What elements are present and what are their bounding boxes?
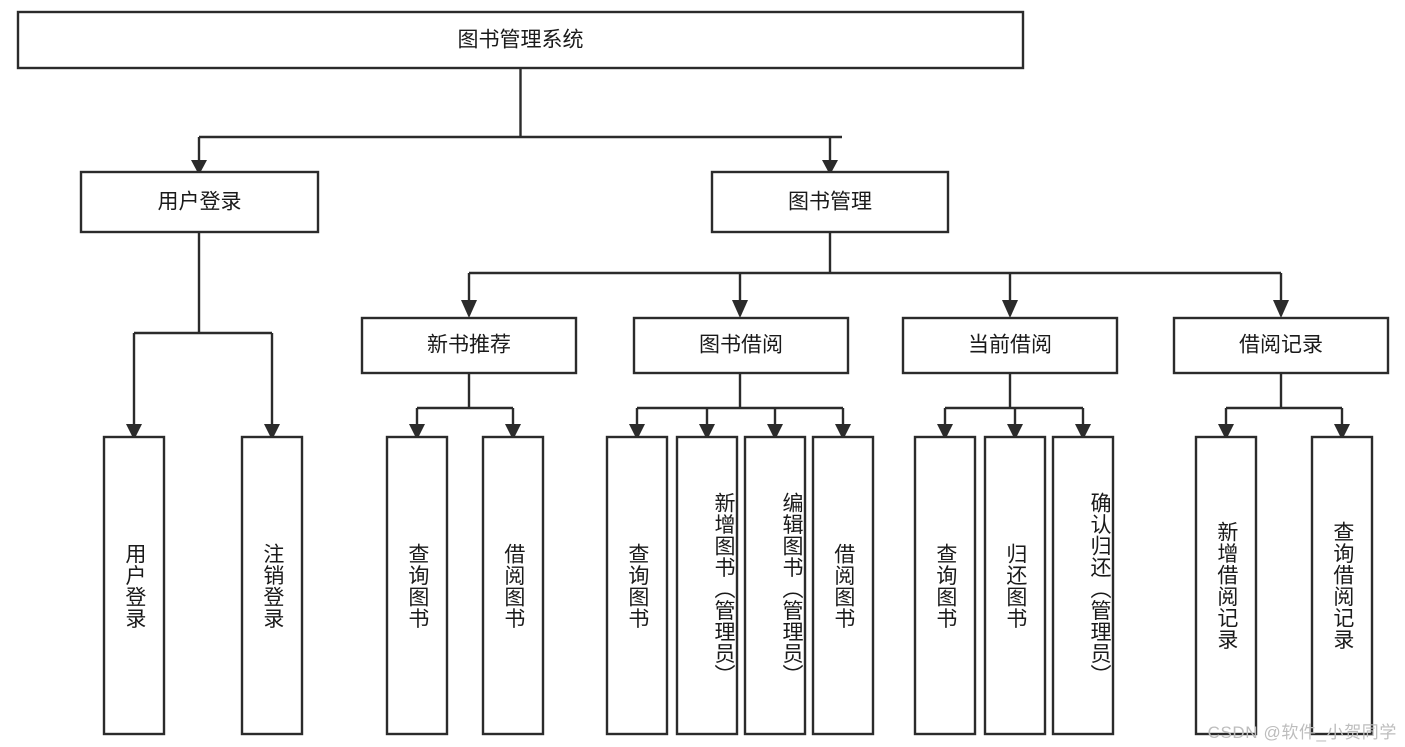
node-book-manage[interactable] [710,170,950,234]
arrowhead-leaf-confirm-return [1075,424,1091,440]
arrowhead-borrow-record [1273,300,1289,318]
arrowhead-book-manage [822,160,838,175]
node-leaf-return-book[interactable] [983,435,1047,736]
node-leaf-logout[interactable] [240,435,304,736]
node-leaf-user-login[interactable] [102,435,166,736]
node-new-book-recommend[interactable] [360,316,578,375]
arrowhead-current-borrow [1002,300,1018,318]
node-leaf-query-book-1[interactable] [385,435,449,736]
arrowhead-leaf-add-record [1218,424,1234,440]
csdn-watermark: CSDN @软件_小贺同学 [1207,723,1397,742]
arrowhead-leaf-edit-book [767,424,783,440]
arrowhead-leaf-query-book-1 [409,424,425,440]
arrowhead-leaf-query-record [1334,424,1350,440]
arrowhead-leaf-return-book [1007,424,1023,440]
node-leaf-add-record[interactable] [1194,435,1258,736]
label-book-manage: 图书管理 [788,191,872,214]
arrowhead-new-book-recommend [461,300,477,318]
node-leaf-confirm-return[interactable] [1051,435,1115,736]
node-user-login[interactable] [79,170,320,234]
node-current-borrow[interactable] [901,316,1119,375]
node-leaf-edit-book[interactable] [743,435,807,736]
label-new-book-recommend: 新书推荐 [427,334,511,357]
label-book-borrow: 图书借阅 [699,334,783,357]
label-root: 图书管理系统 [458,29,584,52]
node-book-borrow[interactable] [632,316,850,375]
arrowhead-leaf-borrow-book-2 [835,424,851,440]
connector-layer [126,68,1350,440]
arrowhead-book-borrow [732,300,748,318]
arrowhead-leaf-borrow-book-1 [505,424,521,440]
node-leaf-query-book-3[interactable] [913,435,977,736]
node-leaf-query-book-2[interactable] [605,435,669,736]
label-user-login: 用户登录 [158,191,242,214]
arrowhead-leaf-query-book-3 [937,424,953,440]
arrowhead-user-login [191,160,207,175]
arrowhead-leaf-query-book-2 [629,424,645,440]
node-root[interactable] [16,10,1025,70]
node-leaf-query-record[interactable] [1310,435,1374,736]
label-borrow-record: 借阅记录 [1239,334,1323,357]
horizontal-label-layer: 图书管理系统 用户登录 图书管理 新书推荐 图书借阅 当前借阅 借阅记录 [158,29,1324,357]
node-leaf-add-book[interactable] [675,435,739,736]
node-leaf-borrow-book-2[interactable] [811,435,875,736]
arrowhead-leaf-add-book [699,424,715,440]
label-current-borrow: 当前借阅 [968,334,1052,357]
node-layer [16,10,1390,736]
arrowhead-leaf-logout [264,424,280,440]
node-leaf-borrow-book-1[interactable] [481,435,545,736]
arrowhead-leaf-user-login [126,424,142,440]
node-borrow-record[interactable] [1172,316,1390,375]
